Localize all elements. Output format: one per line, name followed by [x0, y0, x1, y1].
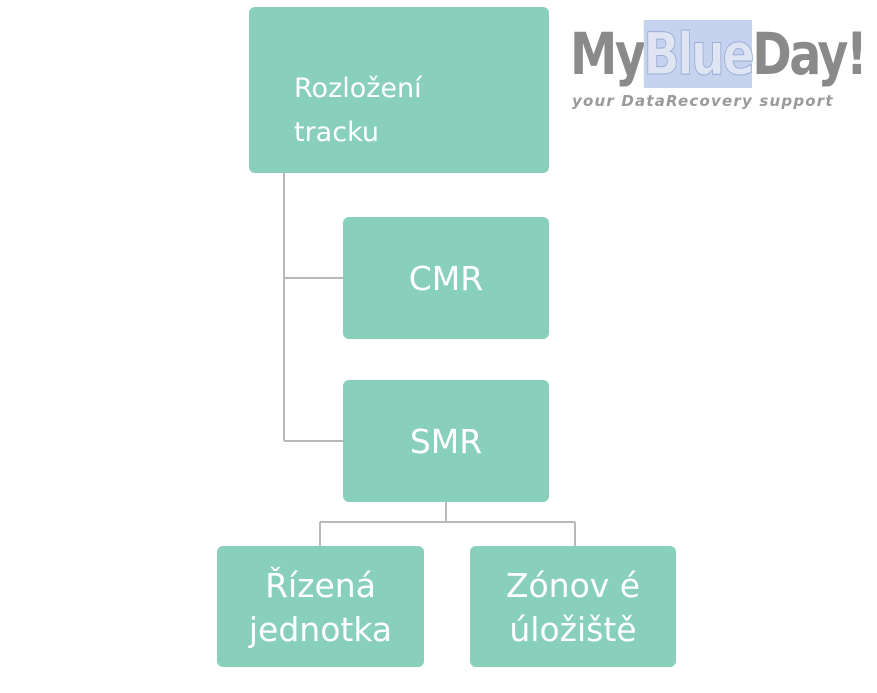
node-rizena-jednotka: Řízená jednotka: [217, 546, 424, 667]
logo-part-my: My: [570, 20, 646, 88]
node-zonove-uloziste: Zónov é úložiště: [470, 546, 676, 667]
logo-tagline: your DataRecovery support: [572, 92, 834, 110]
node-rozlozeni-tracku-label: Rozložení tracku: [294, 73, 422, 148]
logo-part-blue: Blue: [643, 20, 755, 89]
myblueday-logo: MyBlueDay! your DataRecovery support: [570, 18, 868, 118]
node-cmr-label: CMR: [408, 258, 484, 298]
node-zonove-uloziste-label: Zónov é úložiště: [505, 566, 641, 649]
node-rozlozeni-tracku: Rozložení tracku: [249, 7, 549, 173]
node-smr: SMR: [343, 380, 549, 502]
node-rizena-jednotka-label: Řízená jednotka: [248, 566, 393, 649]
node-cmr: CMR: [343, 217, 549, 339]
node-smr-label: SMR: [409, 421, 483, 461]
logo-part-day: Day!: [752, 20, 867, 88]
logo-wordmark: MyBlueDay!: [570, 18, 868, 90]
